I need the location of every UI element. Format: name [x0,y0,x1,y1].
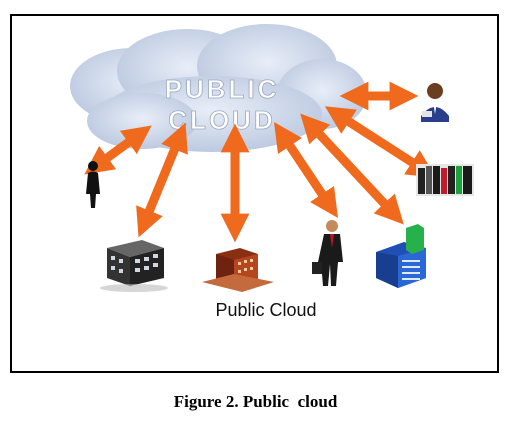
blue-building-icon [376,224,426,288]
arrow-to-user-silhouette [84,125,152,175]
figure-frame: PUBLIC CLOUD [10,14,499,373]
arrow-to-server-rack [324,106,437,178]
user-silhouette-icon [86,161,100,208]
diagram-bottom-label: Public Cloud [215,300,316,320]
cloud-label-public: PUBLIC [165,74,280,104]
figure-caption: Figure 2. Public cloud [173,392,338,411]
cloud-label-cloud: CLOUD [168,105,275,135]
businessman-icon [312,220,343,286]
public-cloud-diagram: PUBLIC CLOUD [70,24,474,320]
office-building-icon [100,240,168,292]
server-rack-icon [416,164,474,196]
arrow-to-office-building [136,122,188,238]
customer-service-icon [421,83,449,122]
arrow-to-businessman [274,122,338,218]
brick-building-icon [202,248,274,292]
